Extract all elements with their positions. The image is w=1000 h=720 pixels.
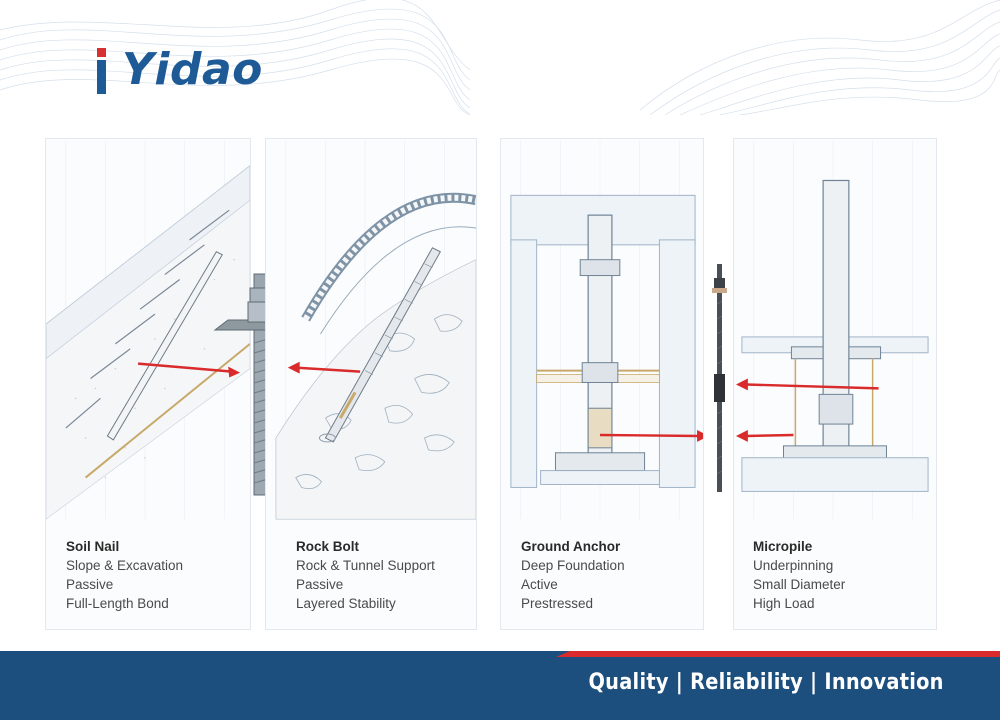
threaded-rod-illustration [712,264,727,492]
card-line: Rock & Tunnel Support [296,558,435,573]
rock-bolt-illustration [275,140,476,520]
footer-red-stripe [570,651,1000,657]
card-soil-nail [45,138,251,630]
card-title: Soil Nail [66,539,120,554]
yidao-logo: Yidao [92,42,262,102]
card-micropile [733,138,937,630]
caption-soil-nail: Soil Nail Slope & Excavation Passive Ful… [66,537,183,613]
footer-tagline: Quality | Reliability | Innovation [588,670,944,695]
logo-blue-bar [97,60,106,94]
caption-micropile: Micropile Underpinning Small Diameter Hi… [753,537,845,613]
wave-decoration-right [640,0,1000,115]
card-line: Deep Foundation [521,558,625,573]
card-line: Small Diameter [753,577,846,592]
card-line: Layered Stability [296,596,396,611]
wave-decoration-left [0,0,470,115]
footer-red-stripe-slope [556,651,570,657]
logo-red-dot [97,48,106,57]
card-rock-bolt [265,138,477,630]
card-line: Underpinning [753,558,834,573]
card-line: Full-Length Bond [66,596,169,611]
card-title: Ground Anchor [521,539,621,554]
card-line: Active [521,577,558,592]
card-ground-anchor [500,138,704,630]
soil-nail-illustration [46,140,250,520]
ground-anchor-illustration [510,140,703,520]
caption-ground-anchor: Ground Anchor Deep Foundation Active Pre… [521,537,625,613]
card-title: Rock Bolt [296,539,360,554]
caption-rock-bolt: Rock Bolt Rock & Tunnel Support Passive … [296,537,435,613]
card-line: High Load [753,596,815,611]
footer-banner [0,651,1000,720]
card-title: Micropile [753,539,813,554]
logo-wordmark: Yidao [122,44,263,95]
card-line: Passive [66,577,114,592]
card-line: Slope & Excavation [66,558,184,573]
card-line: Prestressed [521,596,594,611]
micropile-illustration [735,140,929,520]
card-line: Passive [296,577,344,592]
